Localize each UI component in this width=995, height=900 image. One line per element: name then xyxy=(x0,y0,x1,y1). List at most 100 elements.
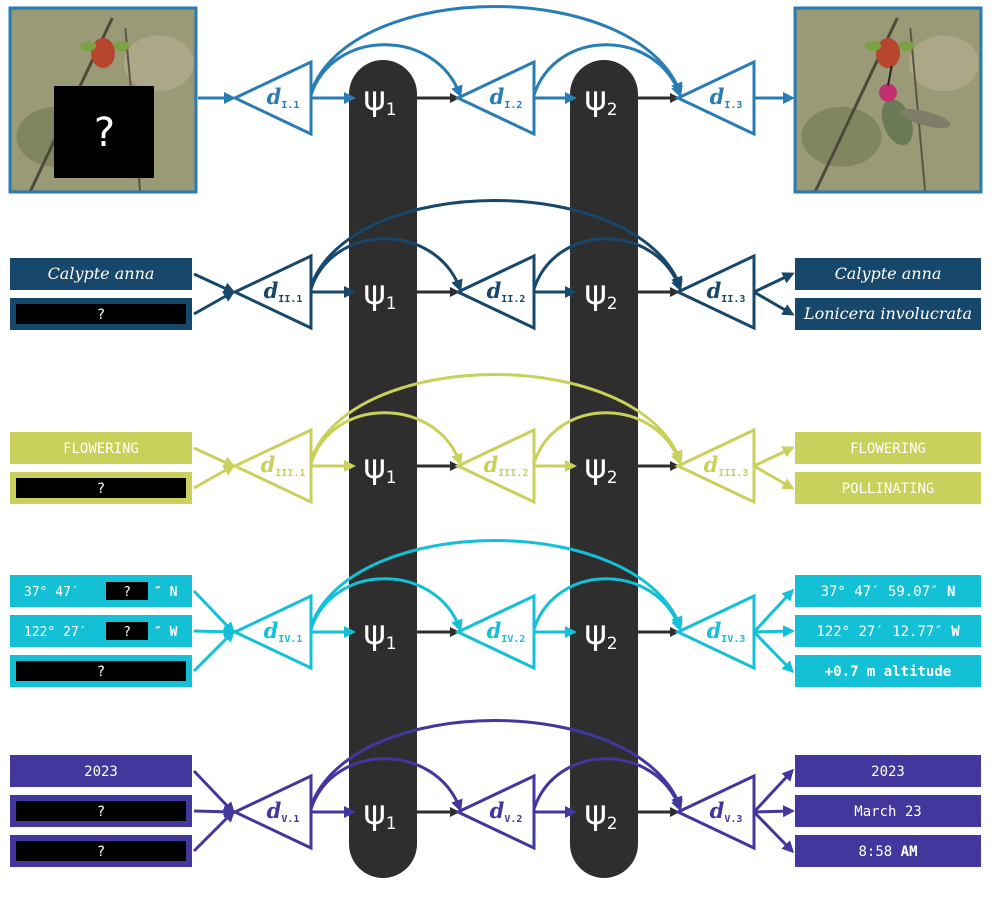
d-node-I-1 xyxy=(231,59,313,137)
output-box-0 xyxy=(795,432,981,464)
d-node-IV-3-label: dIV.3 xyxy=(707,618,746,645)
psi-2-label: ψ2 xyxy=(584,79,617,120)
output-arrow xyxy=(753,272,795,294)
psi-2-label: ψ2 xyxy=(584,273,617,314)
input-arrow xyxy=(193,272,236,294)
d-node-IV-2 xyxy=(454,593,536,671)
output-arrow xyxy=(753,464,795,490)
skip-arc xyxy=(309,43,463,98)
input-arrow xyxy=(193,625,236,638)
input-box-1-suffix: ″ W xyxy=(154,625,178,640)
input-box-1 xyxy=(10,615,192,647)
input-box-2-mask-text: ? xyxy=(97,664,105,680)
output-arrow xyxy=(753,290,795,316)
input-image-leaf xyxy=(80,41,97,51)
output-box-0-text: Calypte anna xyxy=(835,264,942,283)
input-box-1-mask-text: ? xyxy=(97,481,105,497)
input-arrow xyxy=(192,629,236,673)
input-image-light xyxy=(123,35,194,92)
input-arrow xyxy=(193,805,236,818)
input-box-2-mask xyxy=(16,841,186,861)
input-arrow xyxy=(192,809,236,853)
d-node-II-1 xyxy=(231,253,313,331)
input-box-0-text: Calypte anna xyxy=(48,264,155,283)
input-arrow xyxy=(192,589,236,635)
psi-1-label: ψ1 xyxy=(363,79,396,120)
input-box-1-mask xyxy=(106,622,148,640)
output-image-bird-beak xyxy=(887,65,893,86)
output-arrow xyxy=(753,446,795,468)
skip-arc xyxy=(309,237,463,292)
output-box-1-text: Lonicera involucrata xyxy=(803,304,972,323)
d-node-V-3-label: dV.3 xyxy=(710,798,743,825)
input-box-0 xyxy=(10,755,192,787)
d-node-II-2 xyxy=(454,253,536,331)
input-box-1-mask xyxy=(16,801,186,821)
output-box-1 xyxy=(795,795,981,827)
d-node-II-1-label: dII.1 xyxy=(264,278,303,305)
input-box-0-suffix: ″ N xyxy=(154,585,178,600)
input-image-mask-text: ? xyxy=(92,110,116,156)
d-node-I-2-label: dI.2 xyxy=(490,84,523,111)
output-arrow xyxy=(752,768,795,814)
output-box-0 xyxy=(795,575,981,607)
input-arrow xyxy=(193,290,236,316)
input-box-1-prefix: 122° 27′ xyxy=(24,625,87,640)
d-node-IV-1 xyxy=(231,593,313,671)
output-box-1-text: POLLINATING xyxy=(842,481,935,497)
output-box-2-text: 8:58 AM xyxy=(858,844,917,860)
d-node-IV-2-label: dIV.2 xyxy=(487,618,526,645)
output-box-0 xyxy=(795,755,981,787)
output-box-1 xyxy=(795,472,981,504)
output-arrow xyxy=(752,588,795,634)
d-node-V-1-label: dV.1 xyxy=(267,798,300,825)
skip-arc xyxy=(532,43,683,98)
input-box-0 xyxy=(10,432,192,464)
skip-arc xyxy=(309,757,463,812)
d-node-II-2-label: dII.2 xyxy=(487,278,526,305)
long-skip-arc xyxy=(309,5,683,95)
output-box-0-text: 37° 47′ 59.07″ N xyxy=(821,584,956,600)
output-box-2 xyxy=(795,835,981,867)
long-skip-arc xyxy=(309,199,683,289)
output-image-light xyxy=(908,35,979,92)
input-box-2-mask xyxy=(16,661,186,681)
input-image-flower xyxy=(91,38,115,68)
output-box-1 xyxy=(795,615,981,647)
d-node-V-2 xyxy=(454,773,536,851)
skip-arc xyxy=(532,577,683,632)
d-node-III-3-label: dIII.3 xyxy=(704,452,749,479)
input-box-0 xyxy=(10,575,192,607)
input-box-0-mask-text: ? xyxy=(123,585,131,600)
input-arrow xyxy=(192,769,236,815)
output-box-0-text: FLOWERING xyxy=(850,441,926,457)
output-box-2 xyxy=(795,655,981,687)
output-box-1-text: 122° 27′ 12.77″ W xyxy=(816,624,960,640)
psi-1-label: ψ1 xyxy=(363,613,396,654)
output-image-frame xyxy=(793,6,983,194)
psi-1-label: ψ1 xyxy=(363,447,396,488)
skip-arc xyxy=(532,757,683,812)
input-image-mask xyxy=(54,86,154,178)
input-box-1-mask-text: ? xyxy=(97,307,105,323)
input-box-1-mask xyxy=(16,478,186,498)
d-node-II-3-label: dII.3 xyxy=(707,278,746,305)
output-box-0 xyxy=(795,258,981,290)
d-node-V-1 xyxy=(231,773,313,851)
input-box-0-prefix: 37° 47′ xyxy=(24,585,79,600)
input-arrow xyxy=(193,446,236,468)
d-node-III-2-label: dIII.2 xyxy=(484,452,529,479)
long-skip-arc xyxy=(309,539,683,629)
output-image-bird-wing xyxy=(900,108,951,128)
d-node-IV-1-label: dIV.1 xyxy=(264,618,303,645)
output-arrow xyxy=(752,810,795,854)
output-arrow xyxy=(753,625,795,638)
long-skip-arc xyxy=(309,719,683,809)
psi-2-label: ψ2 xyxy=(584,793,617,834)
d-node-III-1-label: dIII.1 xyxy=(261,452,306,479)
